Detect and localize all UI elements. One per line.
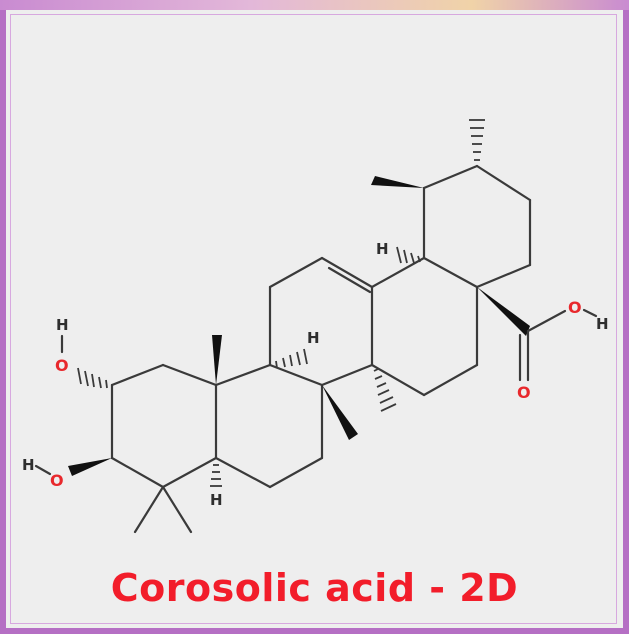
atom-label-h-c18: H	[376, 240, 389, 258]
methyl-wedge-c10	[212, 335, 222, 385]
hashed-h-c9	[275, 348, 308, 369]
hashed-h-c5	[210, 464, 222, 487]
ring-a-bonds	[110, 363, 218, 489]
hashed-methyl-c14	[373, 368, 397, 412]
carboxyl-wedge	[477, 287, 530, 336]
methyl-wedge-c8	[322, 385, 358, 440]
frame-top-strip	[0, 0, 629, 10]
ring-b-bonds	[214, 363, 324, 489]
ring-d-bonds	[370, 256, 479, 397]
ring-c-bonds	[268, 256, 374, 387]
compound-caption: Corosolic acid - 2D	[110, 566, 519, 610]
ring-e-bonds	[422, 164, 532, 289]
atom-label-h-c9: H	[307, 329, 320, 347]
atom-label-o-carbonyl: O	[517, 383, 531, 402]
methyl-wedge-c19	[371, 176, 424, 188]
carboxyl-bonds	[477, 287, 567, 382]
atom-label-o-carboxyl-oh: O	[568, 298, 582, 317]
atom-label-o-hydroxyl-c3: O	[50, 471, 64, 490]
atom-label-h-hydroxyl-c3: H	[22, 456, 35, 474]
atom-label-h-carboxyl: H	[596, 315, 609, 333]
frame-inner-border	[10, 14, 617, 624]
hydroxyl-wedge-c3	[68, 458, 112, 476]
atom-label-h-hydroxyl-c2: H	[56, 316, 69, 334]
atom-label-o-hydroxyl-c2: O	[55, 356, 69, 375]
atom-label-h-c5: H	[210, 491, 223, 509]
hashed-h-c18	[396, 246, 421, 264]
gem-dimethyl-bonds	[133, 485, 193, 534]
hashed-hydroxyl-c2	[77, 367, 108, 389]
hashed-methyl-c20	[469, 119, 485, 161]
